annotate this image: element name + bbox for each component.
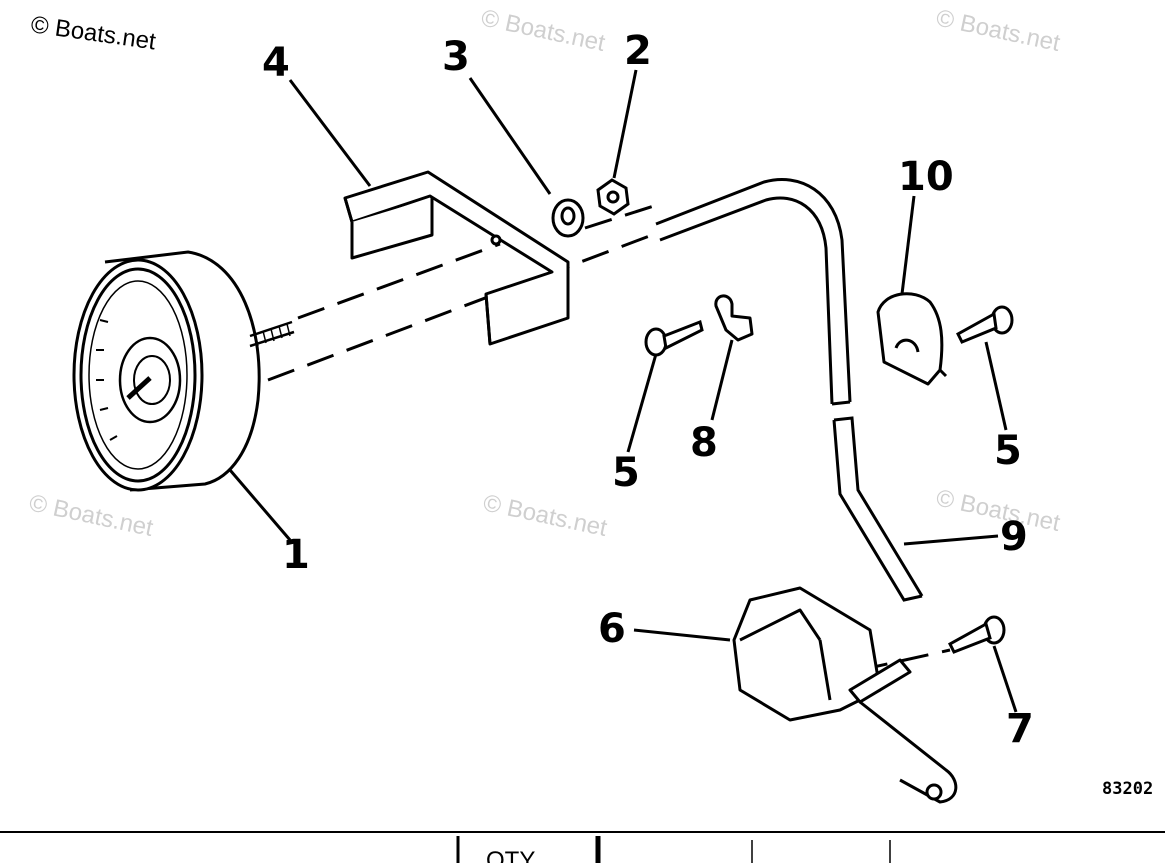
callout-10: 10 <box>898 154 954 200</box>
part-9-tube <box>655 177 924 602</box>
part-10-clamp <box>876 292 948 386</box>
callout-1: 1 <box>282 532 310 578</box>
part-8-clip <box>714 294 754 342</box>
parts-table-header <box>0 831 1165 863</box>
callout-4: 4 <box>262 40 290 86</box>
callout-7: 7 <box>1006 706 1034 752</box>
watermark-mid-center: © Boats.net <box>481 489 610 542</box>
callout-8: 8 <box>690 420 718 466</box>
watermark-top-left: © Boats.net <box>29 11 158 55</box>
figure-number: 83202 <box>1102 779 1153 799</box>
leader-lines <box>228 69 1018 713</box>
part-3-washer <box>551 198 585 238</box>
watermark-mid-left: © Boats.net <box>27 489 156 542</box>
part-6-switch <box>732 586 958 804</box>
part-4-bracket <box>343 170 570 346</box>
callout-3: 3 <box>442 34 470 80</box>
watermark-top-right: © Boats.net <box>934 4 1063 57</box>
callout-5-left: 5 <box>612 450 640 496</box>
callout-2: 2 <box>624 28 652 74</box>
part-2-nut <box>596 178 630 216</box>
callout-6: 6 <box>598 606 626 652</box>
assembly-guide-lines <box>267 202 951 672</box>
watermark-top-center: © Boats.net <box>479 4 608 57</box>
part-5-screw-right <box>956 305 1014 344</box>
callout-9: 9 <box>1000 514 1028 560</box>
callout-5-right: 5 <box>994 428 1022 474</box>
part-5-screw-left <box>644 319 704 357</box>
part-7-screw <box>948 615 1006 654</box>
watermark-mid-right: © Boats.net <box>934 484 1063 537</box>
part-1-gauge <box>72 250 295 492</box>
table-header-qty: QTY <box>486 847 535 863</box>
